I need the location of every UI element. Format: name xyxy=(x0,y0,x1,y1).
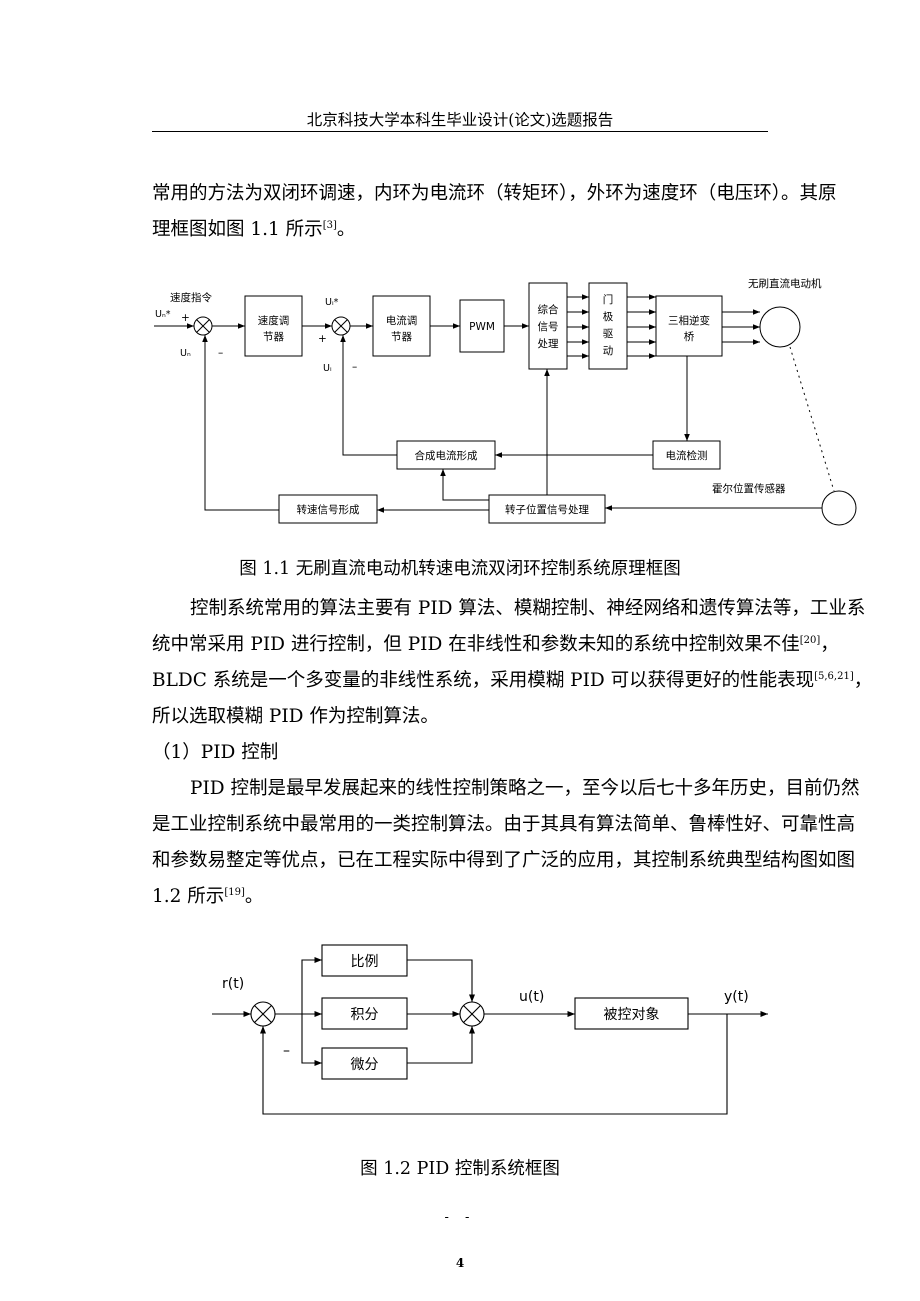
para1-line-2: 统中常采用 PID 进行控制，但 PID 在非线性和参数未知的系统中控制效果不佳… xyxy=(152,634,839,655)
current-regulator-label-1: 电流调 xyxy=(386,314,418,327)
speed-regulator-label-2: 节器 xyxy=(263,331,284,343)
citation-ref: [3] xyxy=(322,219,337,231)
minus-sign-2: – xyxy=(352,361,357,373)
pwm-label: PWM xyxy=(469,321,495,333)
ui-star-label: Uᵢ* xyxy=(325,297,339,308)
plus-sign-1: + xyxy=(181,312,190,324)
para1-line-3: BLDC 系统是一个多变量的非线性系统，采用模糊 PID 可以获得更好的性能表现… xyxy=(152,670,873,691)
page-dash: - - xyxy=(444,1210,476,1225)
figure-1-caption: 图 1.1 无刷直流电动机转速电流双闭环控制系统原理框图 xyxy=(239,559,681,579)
integral-label: 积分 xyxy=(351,1007,379,1023)
un-label: Uₙ xyxy=(180,348,191,359)
motor-circle xyxy=(759,306,801,348)
page-header-title: 北京科技大学本科生毕业设计(论文)选题报告 xyxy=(306,111,614,129)
rt-label: r(t) xyxy=(222,976,244,992)
ut-label: u(t) xyxy=(519,989,544,1005)
pid-paragraph: PID 控制是最早发展起来的线性控制策略之一，至今以后七十多年历史，目前仍然 是… xyxy=(152,771,860,915)
plant-label: 被控对象 xyxy=(604,1007,660,1023)
para2-line-4: 1.2 所示[19]。 xyxy=(152,886,264,907)
header-rule xyxy=(152,131,768,132)
citation-ref: [20] xyxy=(799,634,821,646)
inverter-block xyxy=(655,295,723,357)
speed-regulator-label-1: 速度调 xyxy=(258,314,290,327)
citation-ref: [19] xyxy=(224,886,245,898)
para1-line-1: 控制系统常用的算法主要有 PID 算法、模糊控制、神经网络和遗传算法等，工业系 xyxy=(190,598,866,619)
current-regulator-label-2: 节器 xyxy=(391,331,412,343)
current-detect-label: 电流检测 xyxy=(666,449,708,462)
intro-line-1: 常用的方法为双闭环调速，内环为电流环（转矩环），外环为速度环（电压环）。其原 xyxy=(152,183,837,204)
signal-label-3: 处理 xyxy=(538,338,559,350)
inverter-label-1: 三相逆变 xyxy=(668,314,710,327)
gate-label-2: 极 xyxy=(603,310,614,323)
proportional-label: 比例 xyxy=(351,954,379,970)
signal-label-1: 综合 xyxy=(538,303,559,316)
signal-label-2: 信号 xyxy=(538,321,559,333)
intro-paragraph: 常用的方法为双闭环调速，内环为电流环（转矩环），外环为速度环（电压环）。其原 理… xyxy=(152,176,837,248)
gate-label-4: 动 xyxy=(603,345,614,357)
derivative-label: 微分 xyxy=(351,1057,379,1073)
intro-line-2: 理框图如图 1.1 所示[3]。 xyxy=(152,219,356,240)
current-form-label: 合成电流形成 xyxy=(415,449,478,462)
page-number: 4 xyxy=(455,1256,465,1270)
algorithm-paragraph: 控制系统常用的算法主要有 PID 算法、模糊控制、神经网络和遗传算法等，工业系 … xyxy=(152,591,873,735)
inverter-label-2: 桥 xyxy=(684,331,695,343)
hall-sensor-label: 霍尔位置传感器 xyxy=(712,482,786,495)
para2-line-1: PID 控制是最早发展起来的线性控制策略之一，至今以后七十多年历史，目前仍然 xyxy=(190,778,860,799)
rotor-position-label: 转子位置信号处理 xyxy=(505,503,589,516)
para1-line-4: 所以选取模糊 PID 作为控制算法。 xyxy=(152,706,439,727)
motor-label: 无刷直流电动机 xyxy=(748,277,822,290)
pid-control-heading: （1）PID 控制 xyxy=(152,742,279,763)
figure-2-caption: 图 1.2 PID 控制系统框图 xyxy=(360,1159,560,1179)
gate-drive-block xyxy=(588,282,628,370)
gate-label-3: 驱 xyxy=(603,328,614,340)
pid-minus-sign: – xyxy=(283,1043,290,1059)
para2-line-2: 是工业控制系统中最常用的一类控制算法。由于其具有算法简单、鲁棒性好、可靠性高 xyxy=(152,814,856,835)
yt-label: y(t) xyxy=(724,989,749,1005)
speed-signal-label: 转速信号形成 xyxy=(297,503,360,516)
minus-sign-1: – xyxy=(218,347,223,359)
gate-label-1: 门 xyxy=(603,293,614,306)
un-star-label: Uₙ* xyxy=(155,309,171,320)
speed-command-label: 速度指令 xyxy=(170,291,212,304)
section-heading: （1）PID 控制 xyxy=(152,735,772,771)
hall-sensor-circle xyxy=(821,490,857,526)
para2-line-3: 和参数易整定等优点，已在工程实际中得到了广泛的应用，其控制系统典型结构图如图 xyxy=(152,850,856,871)
plus-sign-2: + xyxy=(318,333,327,345)
citation-ref: [5,6,21] xyxy=(814,670,854,682)
figure-2-diagram xyxy=(212,944,768,1115)
ui-label: Uᵢ xyxy=(323,363,332,374)
